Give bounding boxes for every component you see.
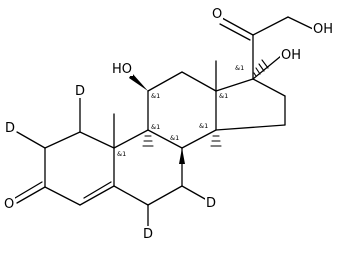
wedge-c11-oh xyxy=(129,73,148,91)
wedge-c8-h xyxy=(179,148,185,164)
bond-c3-c4 xyxy=(44,186,81,206)
bond-c20-o-a xyxy=(221,17,254,36)
atom-label-layer: HO OH OH O O D D D D xyxy=(3,6,334,242)
bond-c15-c14 xyxy=(215,124,286,131)
stereo-label-c13: &1 xyxy=(219,92,228,100)
bond-c20-c21 xyxy=(252,16,289,36)
bond-c13-c17 xyxy=(215,78,254,92)
atom-d-c2: D xyxy=(5,121,15,136)
bond-c5-c6 xyxy=(113,185,149,206)
atom-ho-c11: HO xyxy=(112,62,132,77)
bond-c6-c7 xyxy=(147,185,183,206)
stereo-label-c11: &1 xyxy=(151,92,160,100)
atom-d-c7: D xyxy=(206,196,216,211)
bond-c3-o-b xyxy=(14,181,43,199)
bond-c7-d xyxy=(181,185,206,200)
bond-c14-c8 xyxy=(181,129,217,149)
bond-c10-c1 xyxy=(79,131,115,149)
stereo-label-c17: &1 xyxy=(235,64,244,72)
bond-c9-c10 xyxy=(113,129,149,149)
atom-oh-c17: OH xyxy=(281,48,301,63)
hash-c17-oh xyxy=(253,59,269,77)
stereo-label-layer: &1 &1 &1 &1 &1 &1 &1 xyxy=(117,64,244,158)
bond-c3-o-a xyxy=(16,186,46,204)
atom-d-c1: D xyxy=(75,84,85,99)
bond-c1-c2 xyxy=(44,131,81,149)
bond-c12-c13 xyxy=(181,71,217,92)
stereo-label-c10: &1 xyxy=(117,150,126,158)
atom-o-c20: O xyxy=(212,7,222,22)
bond-c11-c12 xyxy=(147,71,183,92)
bond-c17-c16 xyxy=(252,78,286,97)
bond-c4-c5-double xyxy=(83,181,112,199)
stereo-label-c8: &1 xyxy=(170,134,179,142)
atom-oh-c21: OH xyxy=(313,22,333,37)
hash-c14-h xyxy=(210,135,222,147)
bond-layer xyxy=(14,16,314,227)
bond-c20-o-b xyxy=(219,23,251,41)
bond-c2-d xyxy=(16,131,46,149)
stereo-bond-layer xyxy=(129,59,269,164)
bond-c4-c5 xyxy=(79,185,115,206)
hash-c9-h xyxy=(142,135,154,147)
stereo-label-c14: &1 xyxy=(199,122,208,130)
stereo-label-c9: &1 xyxy=(151,123,160,131)
atom-d-c6: D xyxy=(143,227,153,242)
bond-c8-c9 xyxy=(147,129,183,149)
bond-c21-oh xyxy=(287,16,314,30)
atom-o-c3: O xyxy=(4,197,14,212)
